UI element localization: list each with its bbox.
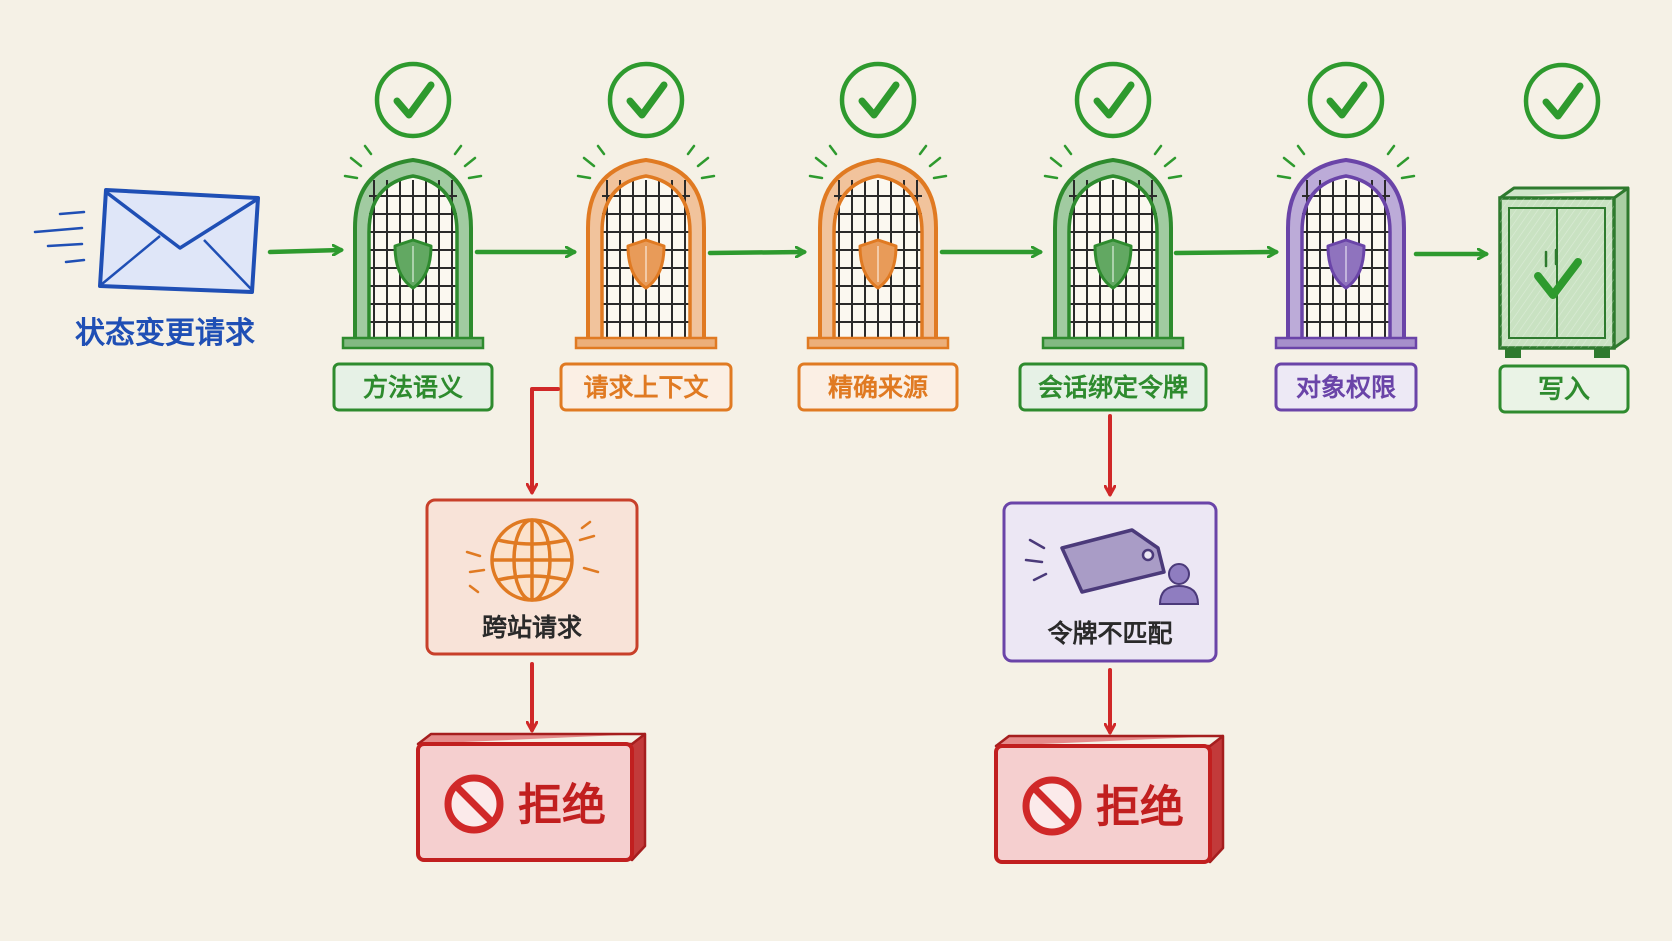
check-mark-icon [1307, 61, 1385, 139]
gate-3: 精确来源 [797, 61, 959, 412]
user-icon [1158, 563, 1200, 605]
gate-4: 会话绑定令牌 [1018, 61, 1208, 412]
shield-icon [393, 238, 433, 290]
check-mark-icon [374, 61, 452, 139]
gate-label-3: 精确来源 [828, 373, 928, 402]
gate-label-box-5: 对象权限 [1274, 362, 1418, 412]
write-label: 写入 [1538, 375, 1590, 405]
reject-block-1: 拒绝 [416, 732, 647, 862]
reject-label-2: 拒绝 [1096, 782, 1184, 833]
gate-arch-icon [574, 158, 718, 350]
tag-icon [1024, 528, 1166, 594]
request-label: 状态变更请求 [75, 316, 255, 351]
gate-5: 对象权限 [1274, 61, 1418, 412]
gate-label-5: 对象权限 [1296, 373, 1396, 402]
shield-icon [858, 238, 898, 290]
reject-block-2: 拒绝 [994, 734, 1225, 864]
flow-arrow-1 [267, 250, 341, 252]
safe-icon [1498, 186, 1630, 358]
failure-label-2: 令牌不匹配 [1047, 619, 1172, 648]
gate-1: 方法语义 [332, 61, 494, 412]
gate-label-box-1: 方法语义 [332, 362, 494, 412]
failure-branch-1: 跨站请求 拒绝 [416, 387, 647, 862]
shield-icon [626, 238, 666, 290]
gate-label-4: 会话绑定令牌 [1038, 373, 1188, 402]
flow-arrows [267, 250, 1486, 254]
gate-label-box-2: 请求上下文 [559, 362, 733, 412]
gate-label-1: 方法语义 [363, 373, 463, 402]
flow-arrow-5 [1173, 252, 1276, 253]
shield-icon [1093, 238, 1133, 290]
flow-arrow-3 [707, 252, 804, 253]
write-label-box: 写入 [1498, 364, 1630, 414]
check-mark-icon [839, 61, 917, 139]
shield-icon [1326, 238, 1366, 290]
gate-label-box-4: 会话绑定令牌 [1018, 362, 1208, 412]
check-mark-icon [607, 61, 685, 139]
gate-label-box-3: 精确来源 [797, 362, 959, 412]
request-envelope-icon [33, 188, 260, 294]
failure-branch-2: 令牌不匹配 拒绝 [994, 414, 1225, 864]
reject-label-1: 拒绝 [518, 780, 606, 831]
globe-icon [465, 518, 600, 602]
prohibited-icon [1022, 776, 1082, 836]
prohibited-icon [444, 774, 504, 834]
write-check-mark-icon [1523, 62, 1601, 140]
check-mark-icon [1074, 61, 1152, 139]
gate-label-2: 请求上下文 [583, 373, 709, 402]
gate-2: 请求上下文 [559, 61, 733, 412]
failure-label-1: 跨站请求 [482, 613, 582, 642]
